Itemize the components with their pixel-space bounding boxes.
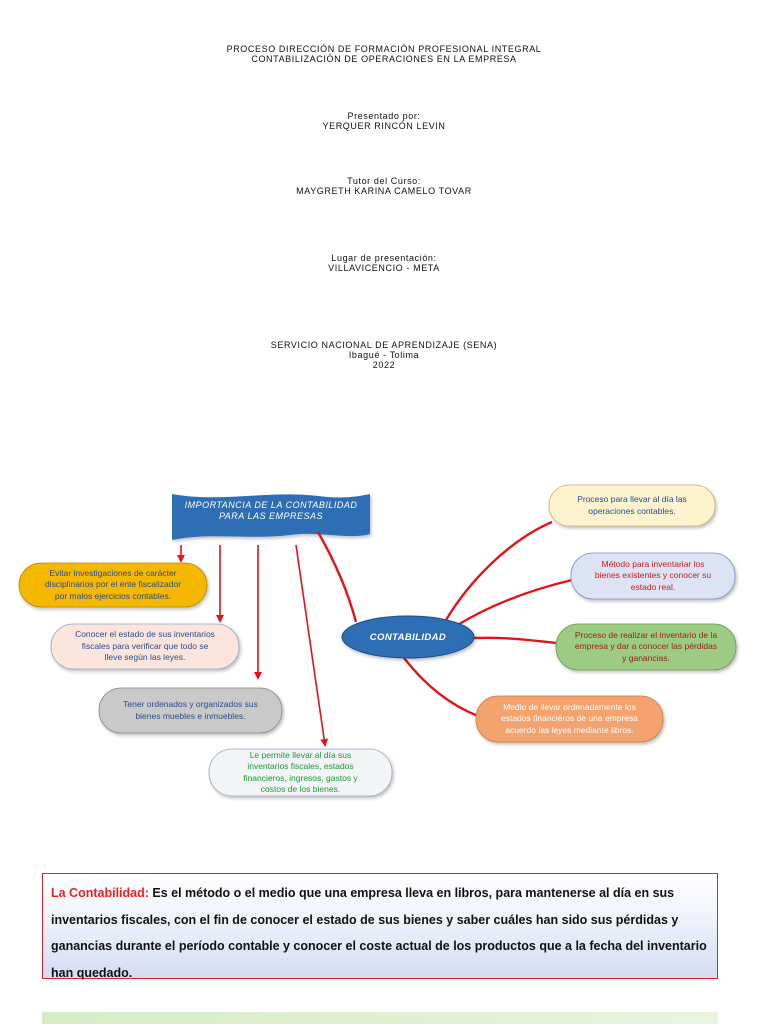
connector-definition-1 (444, 520, 553, 621)
bubble-line: operaciones contables. (588, 505, 676, 516)
importance-bubble-1-shape (18, 562, 208, 608)
presented-by-label: Presentado por: (347, 111, 421, 121)
cover-title-line-2: CONTABILIZACIÓN DE OPERACIONES EN LA EMP… (251, 54, 517, 64)
definition-bubble-2: Método para inventariar los bienes exist… (571, 553, 735, 599)
importance-bubble-2: Conocer el estado de sus inventarios fis… (51, 624, 239, 669)
cover-title-block: PROCESO DIRECCIÓN DE FORMACIÓN PROFESION… (0, 44, 768, 64)
importance-banner: IMPORTANCIA DE LA CONTABILIDAD PARA LAS … (172, 500, 370, 522)
place-label: Lugar de presentación: (331, 253, 437, 263)
banner-line-1: IMPORTANCIA DE LA CONTABILIDAD (184, 500, 358, 510)
bubble-line: Medio de llevar ordenadamente los (503, 701, 636, 712)
importance-bubble-3: Tener ordenados y organizados sus bienes… (99, 688, 282, 733)
cover-year: 2022 (372, 360, 396, 370)
importance-bubble-1: Evitar investigaciones de carácter disci… (19, 563, 207, 607)
bubble-line: Evitar investigaciones de carácter (49, 567, 177, 578)
definition-bubble-3-shape (555, 623, 737, 671)
bubble-line: bienes muebles e inmuebles. (135, 710, 246, 721)
cover-title-line-1: PROCESO DIRECCIÓN DE FORMACIÓN PROFESION… (226, 44, 542, 54)
definition-bubble-3: Proceso de realizar el inventario de la … (556, 624, 736, 670)
next-section-box (42, 1012, 718, 1024)
importance-bubble-4: Le permite llevar al día sus inventarios… (209, 749, 392, 796)
definition-bubble-4-shape (475, 695, 664, 743)
importance-banner-shape (172, 494, 370, 540)
cover-tutor-block: Tutor del Curso: MAYGRETH KARINA CAMELO … (0, 176, 768, 196)
bubble-line: empresa y dar a conocer las pérdidas (574, 641, 718, 652)
connector-definition-3 (473, 636, 557, 645)
bubble-line: y ganancias. (622, 652, 670, 663)
center-node-contabilidad: CONTABILIDAD (369, 631, 447, 643)
place-name: VILLAVICENCIO - META (328, 263, 440, 273)
connector-definition-2 (455, 578, 573, 628)
bubble-line: Conocer el estado de sus inventarios (75, 629, 215, 640)
institution-name: SERVICIO NACIONAL DE APRENDIZAJE (SENA) (270, 340, 498, 350)
importance-bubble-2-shape (50, 623, 240, 670)
definition-box: La Contabilidad: Es el método o el medio… (42, 873, 718, 980)
center-node-shape (341, 615, 475, 659)
arrow-to-importance-4 (295, 544, 329, 747)
connector-definition-4 (403, 657, 479, 718)
cover-institution-block: SERVICIO NACIONAL DE APRENDIZAJE (SENA) … (0, 340, 768, 370)
definition-bubble-1: Proceso para llevar al día las operacion… (549, 485, 715, 526)
bubble-line: Proceso para llevar al día las (577, 494, 687, 504)
bubble-line: Le permite llevar al día sus (249, 749, 352, 760)
bubble-line: fiscales para verificar que todo se (81, 640, 209, 651)
bubble-line: por malos ejercicios contables. (54, 590, 172, 601)
bubble-line: disciplinarios por el ente fiscalizador (44, 579, 182, 590)
cover-place-block: Lugar de presentación: VILLAVICENCIO - M… (0, 253, 768, 273)
bubble-line: estados financieros de una empresa (500, 713, 639, 724)
definition-bubble-1-shape (548, 484, 716, 527)
definition-text: Es el método o el medio que una empresa … (51, 886, 707, 980)
cover-presenter-block: Presentado por: YERQUER RINCÓN LEVIN (0, 111, 768, 131)
bubble-line: Método para inventariar los (601, 558, 705, 569)
tutor-label: Tutor del Curso: (347, 176, 421, 186)
bubble-line: lleve según las leyes. (104, 652, 186, 663)
definition-bubble-4: Medio de llevar ordenadamente los estado… (476, 696, 663, 742)
definition-bubble-2-shape (570, 552, 736, 600)
bubble-line: inventarios fiscales, estados (247, 761, 354, 771)
banner-to-center-connector (316, 531, 358, 623)
presenter-name: YERQUER RINCÓN LEVIN (322, 121, 446, 131)
bubble-line: bienes existentes y conocer su (594, 570, 712, 581)
definition-term: La Contabilidad: (51, 886, 149, 900)
bubble-line: costos de los bienes. (260, 784, 341, 794)
bubble-line: Tener ordenados y organizados sus (123, 699, 258, 709)
importance-bubble-4-shape (208, 748, 393, 797)
mind-map-connectors (18, 484, 737, 797)
bubble-line: financieros, ingresos, gastos y (243, 772, 358, 783)
importance-bubble-3-shape (98, 687, 283, 734)
institution-city: Ibagué - Tolima (348, 350, 420, 360)
bubble-line: Proceso de realizar el inventario de la (574, 629, 718, 640)
bubble-line: acuerdo las leyes mediante libros. (505, 724, 634, 735)
bubble-line: estado real. (630, 581, 676, 592)
tutor-name: MAYGRETH KARINA CAMELO TOVAR (296, 186, 472, 196)
banner-line-2: PARA LAS EMPRESAS (218, 511, 324, 521)
